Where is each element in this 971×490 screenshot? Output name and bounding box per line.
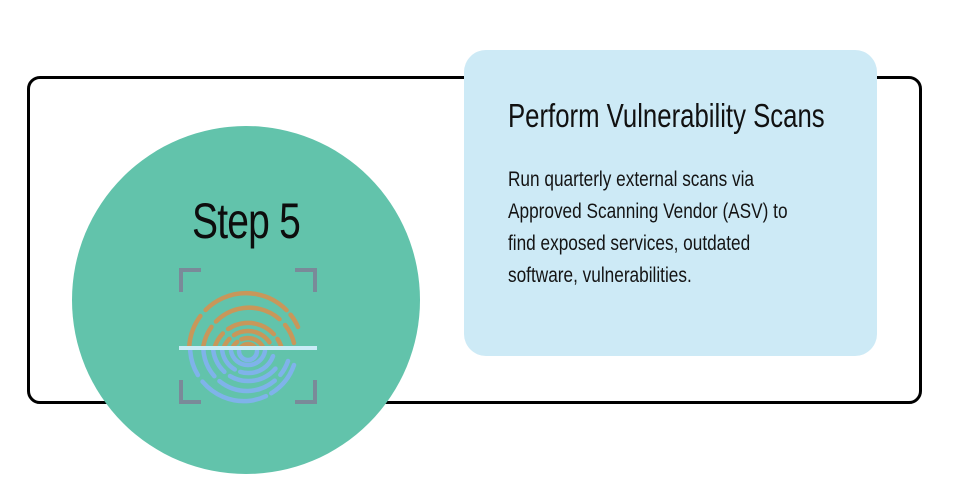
step-circle <box>72 126 420 474</box>
card-body: Run quarterly external scans via Approve… <box>508 164 852 292</box>
scan-brackets-icon <box>179 268 317 404</box>
card-body-line: Approved Scanning Vendor (ASV) to <box>508 200 788 223</box>
info-card <box>464 50 877 356</box>
card-body-line: find exposed services, outdated <box>508 232 751 255</box>
card-title: Perform Vulnerability Scans <box>508 97 825 134</box>
fingerprint-scan-icon <box>176 265 320 407</box>
step-label: Step 5 <box>191 193 301 249</box>
card-body-line: Run quarterly external scans via <box>508 168 754 191</box>
scan-line-icon <box>179 346 317 350</box>
card-body-line: software, vulnerabilities. <box>508 264 692 287</box>
